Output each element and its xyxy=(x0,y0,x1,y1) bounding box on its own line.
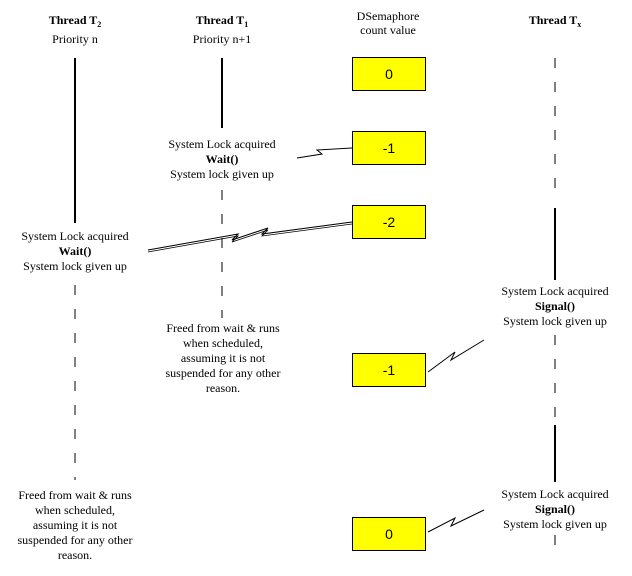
t2-freed-line: when scheduled, xyxy=(35,503,115,517)
thread-tx-subscript: x xyxy=(577,20,582,29)
t2-wait-arrow xyxy=(147,221,353,251)
t1-freed-line: reason. xyxy=(205,381,241,395)
thread-t2-header: Thread T2 Priority n xyxy=(25,13,125,46)
tx-signal2-arrow xyxy=(427,509,485,533)
thread-t1-header: Thread T1 Priority n+1 xyxy=(172,13,272,46)
t2-freed-block: Freed from wait & runs when scheduled, a… xyxy=(2,488,148,563)
tx-signal1-lock-acquired: System Lock acquired xyxy=(501,284,609,298)
t1-wait-call: Wait() xyxy=(205,152,239,166)
t1-freed-block: Freed from wait & runs when scheduled, a… xyxy=(150,321,296,396)
t1-freed-line: when scheduled, xyxy=(183,336,263,350)
tx-signal2-lock-acquired: System Lock acquired xyxy=(501,487,609,501)
t1-wait-lock-acquired: System Lock acquired xyxy=(168,137,276,151)
count-box-2: -2 xyxy=(352,205,426,239)
t1-freed-line: Freed from wait & runs xyxy=(166,321,280,335)
t2-wait-call: Wait() xyxy=(58,244,92,258)
tx-signal2-block: System Lock acquired Signal() System loc… xyxy=(485,487,625,532)
thread-t2-priority: Priority n xyxy=(52,32,98,46)
thread-t1-name: Thread T xyxy=(195,13,245,27)
t1-wait-block: System Lock acquired Wait() System lock … xyxy=(152,137,292,182)
t2-wait-lock-acquired: System Lock acquired xyxy=(21,229,129,243)
thread-t1-subscript: 1 xyxy=(244,20,249,29)
tx-signal1-call: Signal() xyxy=(534,299,575,313)
t2-freed-line: reason. xyxy=(57,548,93,562)
count-box-3: -1 xyxy=(352,353,426,387)
t2-freed-line: suspended for any other xyxy=(17,533,133,547)
semaphore-header: DSemaphore count value xyxy=(338,9,438,37)
count-box-0: 0 xyxy=(352,57,426,91)
tx-signal1-lock-released: System lock given up xyxy=(503,314,607,328)
semaphore-header-line1: DSemaphore xyxy=(356,9,420,23)
t2-freed-line: assuming it is not xyxy=(32,518,118,532)
count-box-4: 0 xyxy=(352,517,426,551)
tx-signal2-lock-released: System lock given up xyxy=(503,517,607,531)
thread-t2-name: Thread T xyxy=(48,13,98,27)
t2-wait-lock-released: System lock given up xyxy=(23,259,127,273)
thread-tx-header: Thread Tx xyxy=(505,13,605,32)
t2-wait-block: System Lock acquired Wait() System lock … xyxy=(5,229,145,274)
semaphore-header-line2: count value xyxy=(360,23,416,37)
tx-signal2-call: Signal() xyxy=(534,502,575,516)
t1-wait-arrow xyxy=(296,147,353,159)
thread-tx-name: Thread T xyxy=(528,13,578,27)
t1-freed-line: suspended for any other xyxy=(165,366,281,380)
t2-freed-line: Freed from wait & runs xyxy=(18,488,132,502)
tx-signal1-block: System Lock acquired Signal() System loc… xyxy=(485,284,625,329)
thread-t2-subscript: 2 xyxy=(97,20,102,29)
thread-t1-priority: Priority n+1 xyxy=(192,32,252,46)
t1-freed-line: assuming it is not xyxy=(180,351,266,365)
tx-signal1-arrow xyxy=(427,339,485,373)
count-box-1: -1 xyxy=(352,131,426,165)
t1-wait-lock-released: System lock given up xyxy=(170,167,274,181)
